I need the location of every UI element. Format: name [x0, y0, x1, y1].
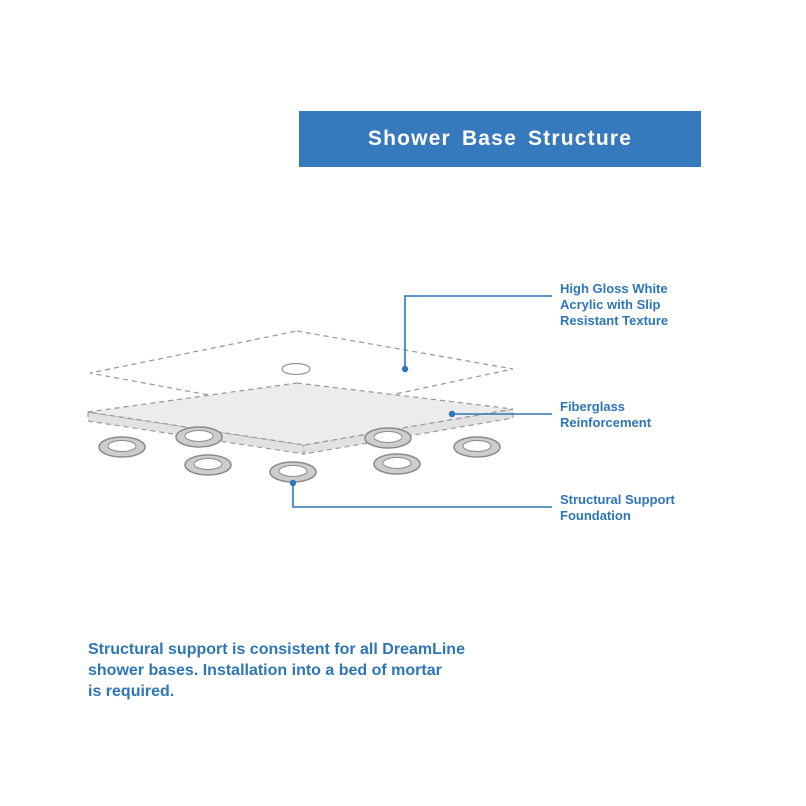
label-support-foundation: Structural Support Foundation [560, 492, 675, 524]
caption-line: shower bases. Installation into a bed of… [88, 662, 442, 679]
footer-caption: Structural support is consistent for all… [88, 639, 465, 702]
leader-lines [289, 295, 552, 508]
support-ring [453, 436, 501, 458]
support-ring [98, 436, 146, 458]
leader-line-support [292, 483, 552, 508]
leader-dot-fiberglass [448, 410, 456, 418]
support-ring [184, 454, 232, 476]
label-line: Fiberglass [560, 399, 626, 414]
label-line: Foundation [560, 508, 631, 523]
drain-hole [281, 362, 311, 376]
support-feet [98, 426, 501, 483]
label-line: High Gloss White [560, 281, 668, 296]
leader-line-acrylic [404, 295, 552, 369]
label-line: Resistant Texture [560, 313, 669, 328]
acrylic-layer [89, 330, 514, 414]
fiberglass-right-edge [303, 408, 514, 455]
label-line: Acrylic with Slip [560, 297, 661, 312]
support-ring [373, 453, 421, 475]
leader-dot-acrylic [401, 365, 409, 373]
fiberglass-top-face [87, 382, 514, 446]
label-acrylic-layer: High Gloss White Acrylic with Slip Resis… [560, 281, 668, 329]
label-fiberglass-layer: Fiberglass Reinforcement [560, 399, 651, 431]
title-banner: Shower Base Structure [299, 111, 701, 167]
label-line: Reinforcement [560, 415, 652, 430]
caption-line: Structural support is consistent for all… [88, 641, 465, 658]
fiberglass-layer [87, 382, 514, 455]
leader-dot-support [289, 479, 297, 487]
support-ring [364, 427, 412, 449]
caption-line: is required. [88, 683, 175, 700]
label-line: Structural Support [560, 492, 675, 507]
page-title: Shower Base Structure [367, 127, 633, 150]
support-ring [175, 426, 223, 448]
support-ring [269, 461, 317, 483]
